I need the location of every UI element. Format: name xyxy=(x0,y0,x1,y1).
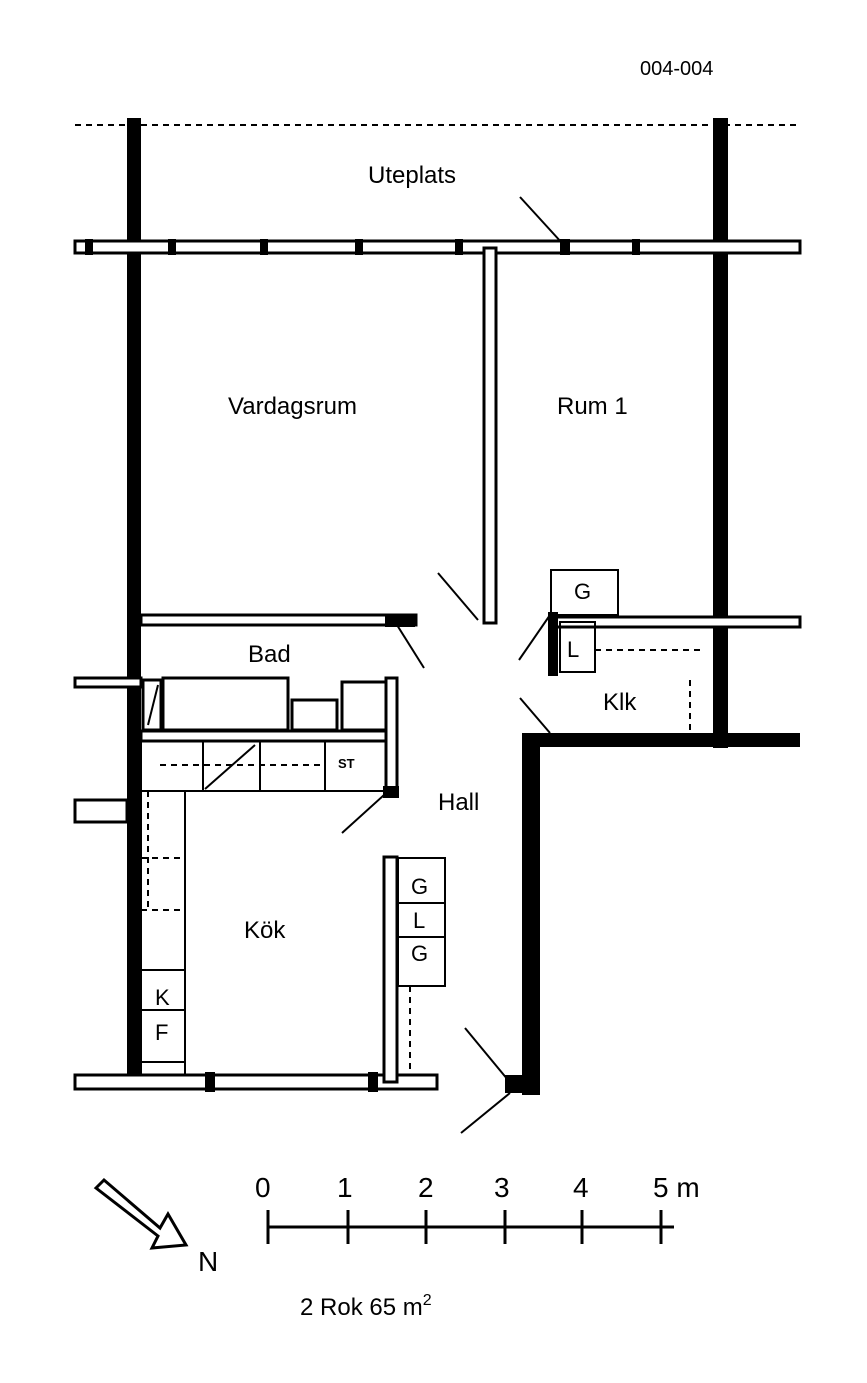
hall-closet-g1: G xyxy=(411,874,428,899)
hall-closet-g2: G xyxy=(411,941,428,966)
closet-g-box xyxy=(550,569,619,616)
bath-kitchen-wall xyxy=(139,729,398,743)
entry-door-frame xyxy=(505,1075,525,1093)
closet-g-label: G xyxy=(574,579,591,604)
hall-closet-l: L xyxy=(413,908,425,933)
room-klk: Klk xyxy=(603,689,637,716)
right-exterior-wall xyxy=(713,118,728,748)
room-hall: Hall xyxy=(438,789,479,816)
door-swings xyxy=(341,196,563,1134)
stove-label: ST xyxy=(338,756,355,771)
bath-north-wall xyxy=(139,613,418,627)
living-bedroom-partition xyxy=(482,246,498,625)
window-mullion xyxy=(205,1072,215,1092)
summary-text: 2 Rok 65 m xyxy=(300,1294,423,1321)
kitchen-south-wall xyxy=(73,1073,439,1091)
closet-l-box xyxy=(559,621,596,673)
scale-tick-5: 5 m xyxy=(653,1172,700,1203)
room-rum1: Rum 1 xyxy=(557,393,628,420)
scale-tick-1: 1 xyxy=(337,1172,353,1203)
room-kok: Kök xyxy=(244,917,286,944)
window-wall xyxy=(73,239,802,255)
bathroom-fixtures xyxy=(141,676,388,732)
scale-bar xyxy=(266,1210,674,1244)
room-bad: Bad xyxy=(248,641,291,668)
drawing-id: 004-004 xyxy=(640,58,713,80)
room-uteplats: Uteplats xyxy=(368,162,456,189)
klk-south-wall xyxy=(522,733,800,747)
closet-l-label: L xyxy=(567,637,579,662)
scale-tick-0: 0 xyxy=(255,1172,271,1203)
bath-east-wall xyxy=(384,676,399,798)
scale-tick-3: 3 xyxy=(494,1172,510,1203)
bath-wall-end xyxy=(385,614,415,627)
closet-post xyxy=(548,612,558,676)
window-mullion xyxy=(368,1072,378,1092)
kitchen-counter xyxy=(140,740,387,1076)
hall-east-wall xyxy=(522,733,540,1095)
kitchen-east-wall xyxy=(382,855,399,1084)
summary-superscript: 2 xyxy=(423,1292,432,1309)
scale-tick-4: 4 xyxy=(573,1172,589,1203)
apartment-summary: 2 Rok 65 m2 xyxy=(300,1292,432,1321)
hall-closet xyxy=(397,857,446,1070)
scale-tick-2: 2 xyxy=(418,1172,434,1203)
kitchen-west-stub xyxy=(73,798,129,824)
north-label: N xyxy=(198,1246,218,1277)
bath-west-stub xyxy=(73,676,143,689)
north-arrow-icon xyxy=(93,1177,189,1250)
fridge-label: K xyxy=(155,985,170,1010)
room-vardagsrum: Vardagsrum xyxy=(228,393,357,420)
freezer-label: F xyxy=(155,1020,168,1045)
left-exterior-wall xyxy=(127,118,141,1090)
